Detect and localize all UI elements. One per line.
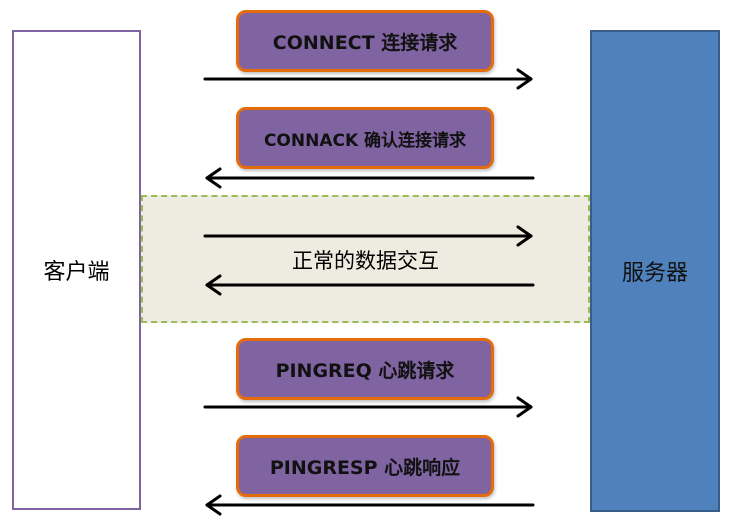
server-label: 服务器 <box>621 261 688 286</box>
arrow-right-pingreq <box>203 396 533 418</box>
client-box: 客户端 <box>12 30 141 510</box>
data-exchange-label: 正常的数据交互 <box>292 249 439 273</box>
arrow-left-pingresp <box>205 494 535 516</box>
client-label: 客户端 <box>43 260 110 285</box>
connect-message: CONNECT 连接请求 <box>236 10 494 72</box>
pingreq-message: PINGREQ 心跳请求 <box>236 338 494 400</box>
data-exchange-zone <box>141 195 590 323</box>
arrow-left-connack <box>205 167 535 189</box>
connack-message: CONNACK 确认连接请求 <box>236 107 494 169</box>
arrow-right-connect <box>203 68 533 90</box>
server-box: 服务器 <box>590 30 720 512</box>
arrow-right-data <box>203 225 533 247</box>
arrow-left-data <box>205 274 535 296</box>
pingresp-message: PINGRESP 心跳响应 <box>236 435 494 497</box>
